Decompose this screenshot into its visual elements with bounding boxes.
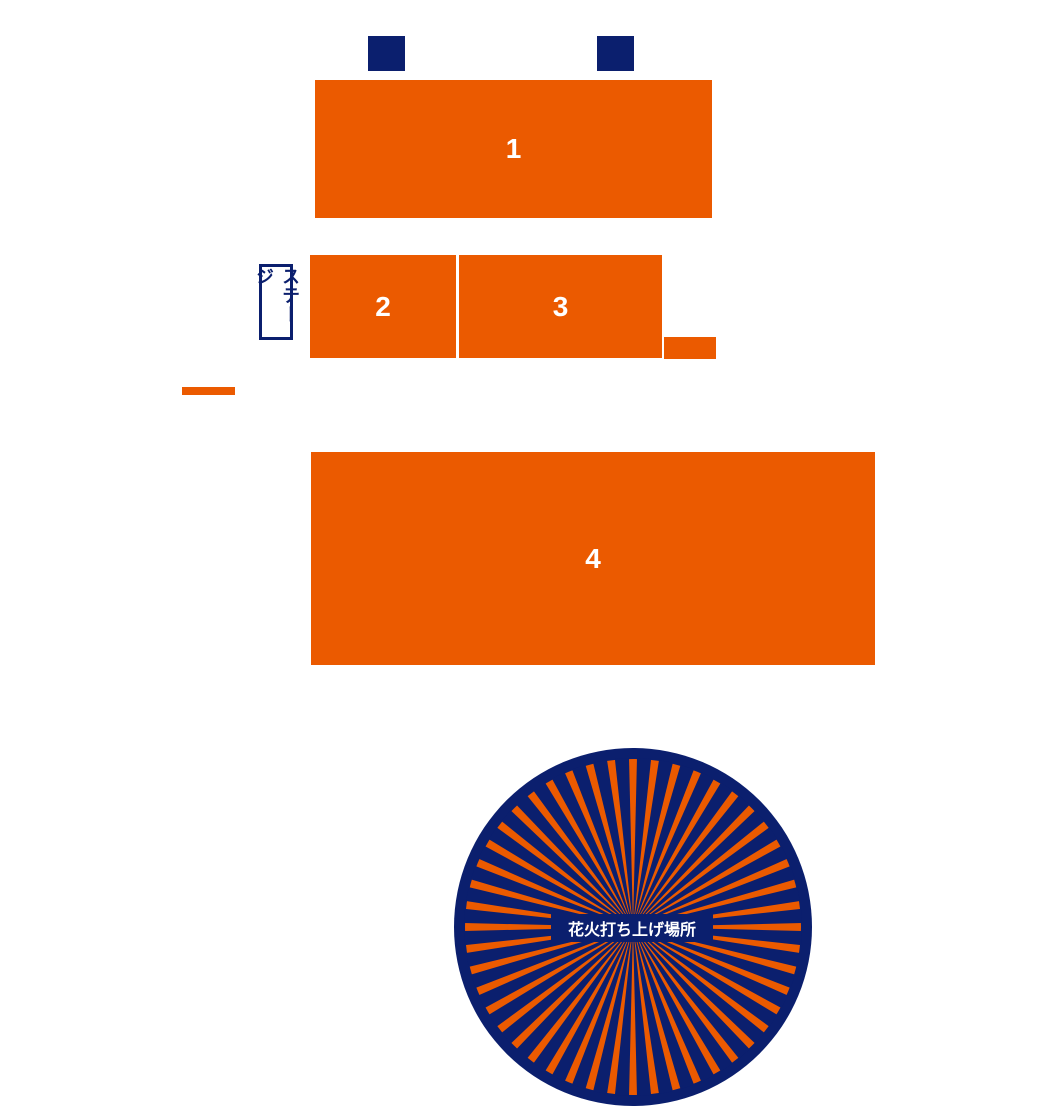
- fireworks-launch-label: 花火打ち上げ場所: [551, 914, 713, 942]
- orange-line-left: [182, 387, 235, 395]
- sunburst-ray: [614, 758, 633, 927]
- navy-marker-left: [368, 36, 405, 71]
- area-2-label: 2: [375, 290, 391, 322]
- sunburst-ray: [633, 927, 765, 1044]
- sunburst-ray: [551, 927, 633, 1082]
- sunburst-ray: [633, 927, 652, 1096]
- sunburst-ray: [633, 927, 733, 1072]
- sunburst-ray: [572, 764, 633, 927]
- sunburst-icon: [454, 748, 812, 1106]
- navy-marker-right: [597, 36, 634, 71]
- sunburst-ray: [633, 827, 778, 927]
- sunburst-ray: [633, 927, 750, 1059]
- sunburst-ray: [501, 927, 633, 1044]
- sunburst-ray: [533, 927, 633, 1072]
- sunburst-ray: [633, 764, 694, 927]
- sunburst-ray: [633, 758, 652, 927]
- sunburst-ray: [551, 772, 633, 927]
- sunburst-ray: [470, 927, 633, 988]
- sunburst-ray: [633, 927, 778, 1027]
- sunburst-ray: [633, 927, 673, 1094]
- sunburst-ray: [633, 927, 715, 1082]
- sunburst-ray: [533, 782, 633, 927]
- area-3-block[interactable]: 3: [459, 255, 662, 358]
- stage-sign: ステージ: [253, 264, 300, 340]
- sunburst-ray: [488, 827, 633, 927]
- sunburst-ray: [633, 795, 750, 927]
- stage-label: ステージ: [253, 267, 300, 324]
- sunburst-ray: [572, 927, 633, 1090]
- small-orange-bar: [664, 337, 716, 359]
- sunburst-ray: [593, 760, 633, 927]
- sunburst-ray: [633, 845, 788, 927]
- area-4-block[interactable]: 4: [311, 452, 875, 665]
- sunburst-ray: [501, 810, 633, 927]
- area-1-block[interactable]: 1: [315, 80, 712, 218]
- sunburst-ray: [478, 845, 633, 927]
- sunburst-ray: [614, 927, 633, 1096]
- area-1-label: 1: [505, 133, 522, 164]
- area-4-label: 4: [585, 542, 601, 574]
- sunburst-ray: [633, 810, 765, 927]
- sunburst-ray: [593, 927, 633, 1094]
- sunburst-ray: [470, 866, 633, 927]
- sunburst-ray: [633, 927, 694, 1090]
- sunburst-ray: [488, 927, 633, 1027]
- area-2-block[interactable]: 2: [310, 255, 456, 358]
- sunburst-ray: [633, 772, 715, 927]
- sunburst-ray: [633, 866, 796, 927]
- area-3-label: 3: [552, 290, 569, 322]
- sunburst-ray: [633, 927, 788, 1009]
- sunburst-ray: [478, 927, 633, 1009]
- sunburst-ray: [516, 927, 633, 1059]
- sunburst-ray: [516, 795, 633, 927]
- sunburst-ray: [633, 782, 733, 927]
- sunburst-ray: [633, 760, 673, 927]
- sunburst-ray: [633, 927, 796, 988]
